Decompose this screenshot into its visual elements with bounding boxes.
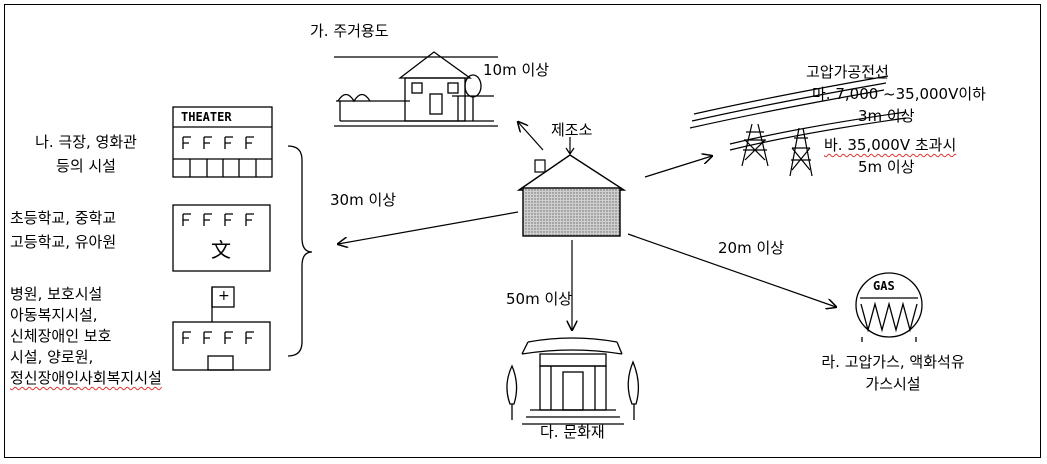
hospital-label-line-3: 신체장애인 보호 <box>10 327 112 345</box>
power-tower-icon <box>689 75 907 177</box>
theater-icon <box>172 106 273 178</box>
heritage-building-icon <box>506 337 640 425</box>
heritage-distance: 50m 이상 <box>506 290 573 308</box>
power-line-ma-line-1: 마. 7,000 ~35,000V이하 <box>812 85 986 103</box>
theater-sign: THEATER <box>181 110 232 124</box>
hospital-label-line-5: 정신장애인사회복지시설 <box>10 369 162 387</box>
factory-label: 제조소 <box>551 121 593 139</box>
school-label-line-2: 고등학교, 유아원 <box>10 233 117 251</box>
power-line-ba-line-2: 5m 이상 <box>858 158 915 176</box>
gas-label-line-1: 라. 고압가스, 액화석유 <box>821 353 965 371</box>
power-line-ba-line-1: 바. 35,000V 초과시 <box>824 136 957 154</box>
gas-label-line-2: 가스시설 <box>865 375 921 393</box>
house-icon <box>334 51 498 127</box>
hospital-label-line-2: 아동복지시설, <box>10 306 98 324</box>
residential-label: 가. 주거용도 <box>310 22 389 40</box>
heritage-label: 다. 문화재 <box>540 423 605 441</box>
left-group-distance: 30m 이상 <box>330 191 397 209</box>
theater-label-line-1: 나. 극장, 영화관 <box>35 133 137 151</box>
power-line-title: 고압가공전선 <box>806 63 889 81</box>
gas-tank-icon <box>855 272 923 342</box>
hospital-label-line-1: 병원, 보호시설 <box>10 285 103 303</box>
school-glyph: 文 <box>211 238 231 262</box>
hospital-flag-glyph: + <box>218 288 230 304</box>
gas-tank-text: GAS <box>873 279 895 293</box>
power-line-ma-line-2: 3m 이상 <box>858 107 915 125</box>
hospital-label-line-4: 시설, 양로원, <box>10 348 94 366</box>
theater-label-line-2: 등의 시설 <box>56 157 116 175</box>
arrow-to-gas-facility <box>627 233 836 307</box>
residential-distance: 10m 이상 <box>483 61 550 79</box>
diagram-frame <box>4 4 1041 458</box>
school-icon <box>172 204 271 272</box>
factory-building-icon <box>516 137 627 237</box>
arrow-to-residential <box>518 122 544 151</box>
left-group-bracket <box>287 145 313 357</box>
school-label-line-1: 초등학교, 중학교 <box>10 209 117 227</box>
arrow-to-left-facilities <box>338 211 519 244</box>
arrow-to-power-line <box>644 156 712 178</box>
gas-distance: 20m 이상 <box>718 239 785 257</box>
hospital-icon <box>172 286 271 371</box>
